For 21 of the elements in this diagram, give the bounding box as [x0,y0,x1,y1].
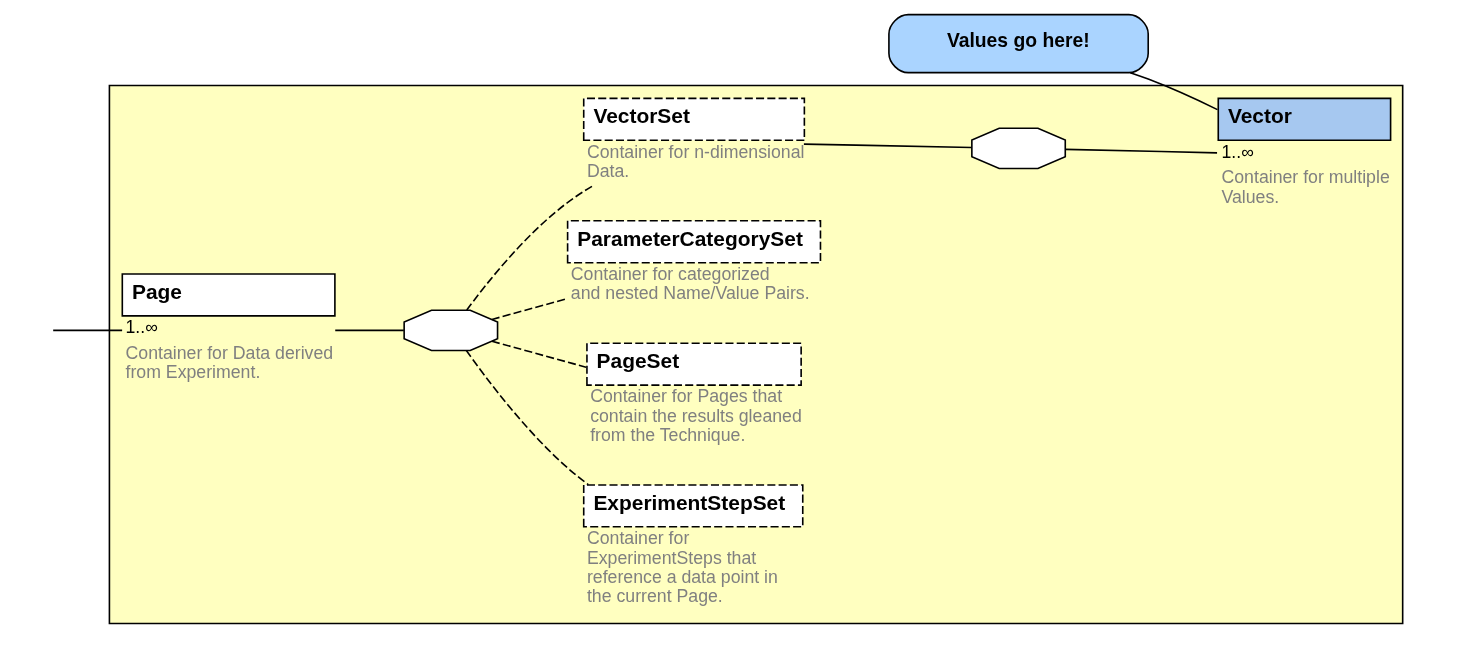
connector [465,184,594,311]
connector [490,297,568,321]
node-octagon [402,309,498,352]
connector [1064,148,1218,154]
node-label: 1..∞ [1220,141,1254,162]
connector [465,349,589,486]
node-label: Container for ExperimentSteps that reference a data point in the current Page. [586,528,778,607]
node-box: Values go here! [887,13,1149,74]
node-label: Container for categorized and nested Name/Value Pairs. [570,264,810,304]
node-label: Container for Pages that contain the results gleaned from the Technique. [589,386,802,446]
connector [333,329,405,332]
node-label: 1..∞ [125,317,158,338]
connector [51,329,123,332]
cluster [108,84,1403,625]
node-label: Container for multiple Values. [1220,167,1390,207]
node-octagon [970,127,1066,170]
node-label: Container for n-dimensional Data. [586,141,804,182]
connector [490,340,587,368]
connector [802,143,972,149]
connector [1128,71,1218,111]
node-label: Container for Data derived from Experiment. [125,343,333,383]
